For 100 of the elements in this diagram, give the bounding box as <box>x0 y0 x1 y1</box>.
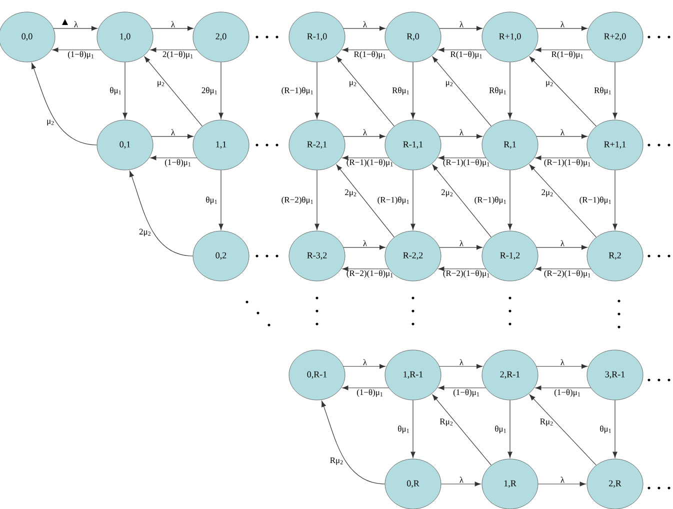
edge-label: μ$_{2}$ <box>446 81 453 87</box>
edge-label: (1−θ)μ$_{1}$ <box>164 159 191 167</box>
edge-label: R(1−θ)μ$_{1}$ <box>354 51 386 59</box>
arrow <box>314 62 320 119</box>
arrow <box>438 48 486 52</box>
arrow <box>130 170 194 256</box>
arrow <box>343 26 386 31</box>
edge-label: λ <box>363 240 368 246</box>
edge-label: μ$_{2}$ <box>546 81 553 87</box>
arrow <box>410 170 416 230</box>
arrow <box>535 156 592 160</box>
arrow <box>343 134 386 139</box>
arrow <box>536 26 588 31</box>
edge-label: λ <box>363 129 368 136</box>
arrow <box>410 62 416 119</box>
arrow <box>122 62 128 119</box>
arrow <box>32 62 98 146</box>
edge-label: (1−θ)μ$_{1}$ <box>356 389 383 397</box>
edge-label: λ <box>560 476 565 483</box>
arrow <box>342 386 390 390</box>
arrow <box>440 482 481 486</box>
edge-label: R(1−θ)μ$_{1}$ <box>552 51 583 59</box>
arrow <box>612 400 618 458</box>
edge-label: Rθμ$_{1}$ <box>392 87 409 95</box>
edge-label: θμ$_{1}$ <box>398 426 409 434</box>
arrow <box>52 48 102 52</box>
edge-label: (1−θ)μ$_{1}$ <box>554 389 580 397</box>
edge-label: (R−1)θμ$_{1}$ <box>378 196 409 204</box>
edge-label: Rθμ$_{1}$ <box>489 87 506 95</box>
edge-label: 2μ$_{2}$ <box>441 189 453 197</box>
arrow <box>508 170 512 230</box>
arrow <box>343 364 386 369</box>
edge-label: 2(1−θ)μ$_{1}$ <box>162 51 193 59</box>
edge-label: (1−θ)μ$_{1}$ <box>68 51 94 59</box>
edge-label: λ <box>560 21 565 28</box>
edge-label: 2μ$_{2}$ <box>139 228 150 236</box>
edge-label: (1−θ)μ$_{1}$ <box>453 389 480 397</box>
edge-label: R(1−θ)μ$_{1}$ <box>450 51 482 59</box>
edge-label: λ <box>460 129 464 136</box>
edge-label: (R−1)θμ$_{1}$ <box>474 196 506 204</box>
arrow <box>150 48 198 52</box>
edge-label: 2θμ$_{1}$ <box>202 87 217 95</box>
edge-label: μ$_{2}$ <box>158 81 164 87</box>
arrow <box>439 26 482 31</box>
arrow <box>529 164 596 238</box>
arrow <box>336 56 394 126</box>
arrow <box>438 266 486 272</box>
arrow <box>535 266 592 272</box>
arrow <box>535 48 592 52</box>
arrow <box>536 364 588 369</box>
arrow <box>612 62 618 119</box>
arrow <box>432 164 492 238</box>
arrow <box>508 400 512 458</box>
arrow <box>536 245 588 250</box>
arrow <box>439 134 482 139</box>
edge-label: θμ$_{1}$ <box>600 426 611 434</box>
arrow <box>53 26 98 31</box>
edge-label: λ <box>560 359 565 366</box>
arrow <box>535 386 592 390</box>
edge-label: λ <box>363 359 368 366</box>
arrow <box>538 482 586 486</box>
arrow <box>342 48 390 52</box>
arrow <box>336 164 394 238</box>
edge-label: λ <box>460 476 464 483</box>
arrow <box>529 394 596 466</box>
edge-label: λ <box>560 240 565 246</box>
edge-label: (R−2)θμ$_{1}$ <box>282 196 313 204</box>
arrow <box>151 26 194 31</box>
edge-label: 2μ$_{2}$ <box>542 189 553 197</box>
edge-label: μ$_{2}$ <box>47 120 54 126</box>
arrow <box>438 156 486 160</box>
edge-label: θμ$_{1}$ <box>206 196 217 204</box>
edge-label: λ <box>74 21 78 28</box>
edge-label: λ <box>460 359 464 366</box>
arrow <box>439 364 482 369</box>
arrow <box>144 56 203 126</box>
edge-label: λ <box>171 21 176 28</box>
edge-label: μ$_{2}$ <box>350 81 356 87</box>
arrow <box>438 386 486 390</box>
edge-label: (R−1)θμ$_{1}$ <box>580 196 611 204</box>
edge-label: Rθμ$_{1}$ <box>594 87 611 95</box>
arrow <box>342 266 390 272</box>
arrow <box>508 62 512 119</box>
edge-label: θμ$_{1}$ <box>495 426 506 434</box>
edge-label: Rμ$_{2}$ <box>440 418 453 426</box>
arrow <box>151 134 194 139</box>
edge-label: λ <box>460 21 464 28</box>
edge-label: λ <box>460 240 464 246</box>
arrow <box>342 156 390 160</box>
arrow <box>410 400 416 458</box>
edge-label: Rμ$_{2}$ <box>540 418 553 426</box>
arrow <box>218 62 224 119</box>
arrow <box>432 394 492 466</box>
arrow <box>322 400 386 484</box>
edge-label: Rμ$_{2}$ <box>330 457 343 465</box>
arrow <box>150 156 198 160</box>
arrow <box>612 170 618 230</box>
edge-label: θμ$_{1}$ <box>110 87 121 95</box>
edge-label: λ <box>363 21 368 28</box>
edge-label: λ <box>560 129 565 136</box>
